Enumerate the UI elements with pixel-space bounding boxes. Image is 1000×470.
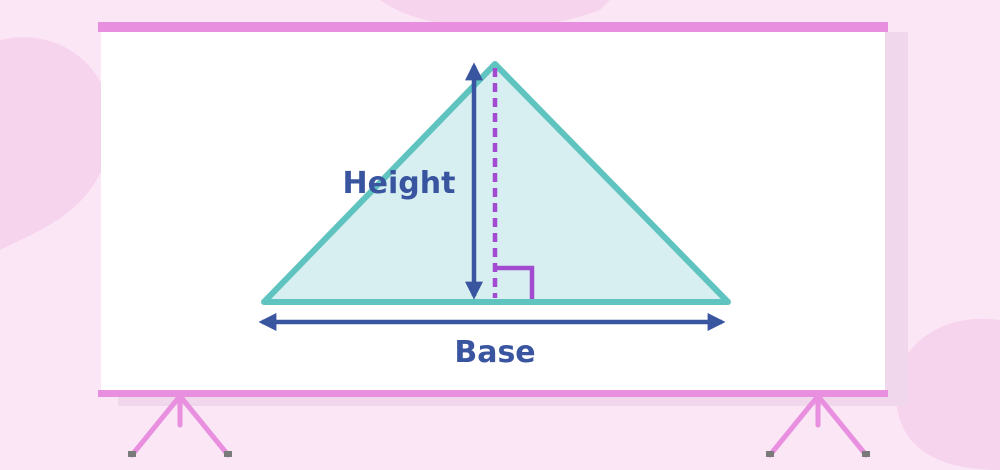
stand-foot [766, 451, 774, 457]
triangle-shape [261, 61, 731, 305]
stand-foot [128, 451, 136, 457]
stand-right [766, 393, 870, 458]
right-angle-icon [495, 265, 535, 299]
background-blob-left [0, 37, 112, 250]
background-blob-top [380, 0, 610, 29]
whiteboard-top-bar [98, 22, 888, 32]
stand-foot [862, 451, 870, 457]
stand-left [128, 393, 232, 458]
base-label: Base [454, 335, 535, 370]
background-blob-right [895, 318, 1000, 470]
whiteboard-bottom-bar [98, 390, 888, 397]
height-label: Height [343, 166, 456, 201]
stand-foot [224, 451, 232, 457]
